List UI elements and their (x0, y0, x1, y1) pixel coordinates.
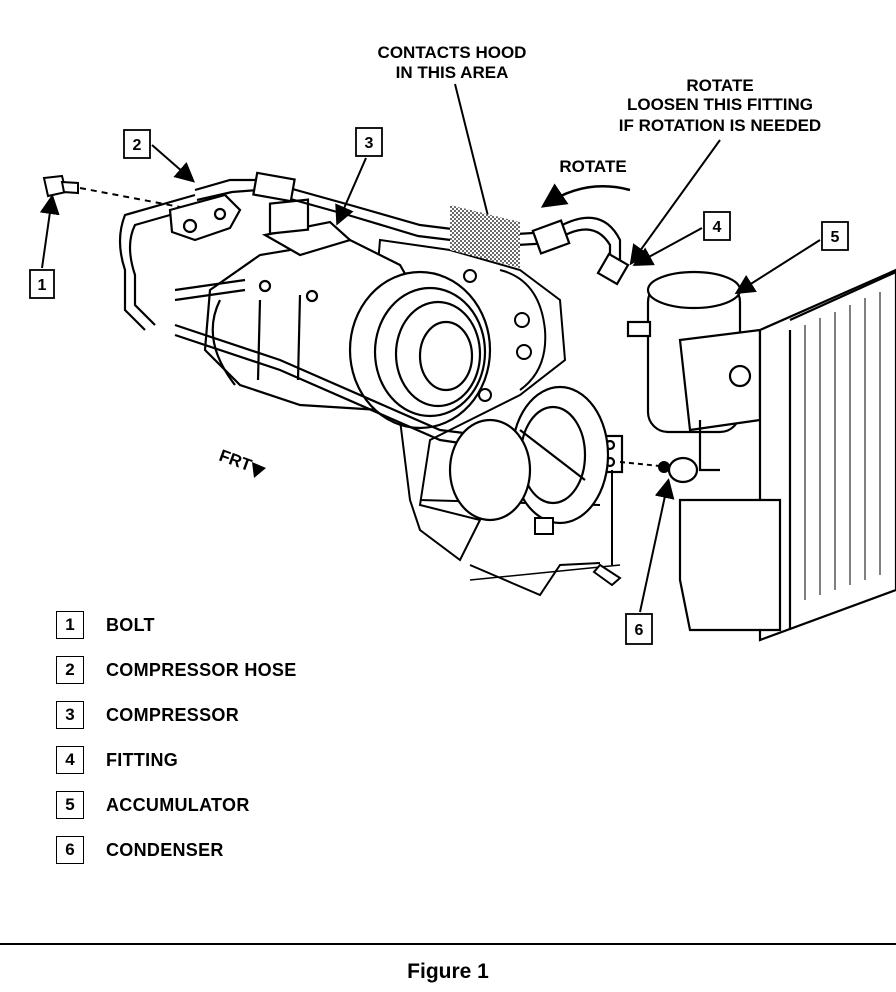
legend-number: 3 (56, 701, 84, 729)
marker-1: 1 (29, 194, 60, 299)
caption-divider (0, 943, 896, 945)
legend-number: 2 (56, 656, 84, 684)
rotate-arrow-label: ROTATE (559, 157, 626, 176)
marker-4: 4 (632, 211, 731, 266)
rotate-arrow (540, 183, 631, 208)
legend-item: 5 ACCUMULATOR (56, 790, 250, 820)
front-indicator: FRT (217, 446, 266, 478)
rotate-note-line-2: LOOSEN THIS FITTING (627, 95, 813, 114)
hood-contact-area (450, 205, 520, 268)
condenser-line (592, 461, 670, 587)
hood-leader-line (454, 83, 491, 225)
fitting-leader-line (629, 139, 721, 266)
legend-item: 1 BOLT (56, 610, 155, 640)
legend-label: COMPRESSOR (106, 704, 240, 725)
hood-note-line-2: IN THIS AREA (396, 63, 509, 82)
bolt (42, 174, 181, 208)
marker-6-number: 6 (635, 622, 644, 639)
hood-note-line-1: CONTACTS HOOD (378, 43, 527, 62)
hood-contact-note: CONTACTS HOOD IN THIS AREA (378, 43, 527, 82)
legend-item: 3 COMPRESSOR (56, 700, 239, 730)
legend-label: COMPRESSOR HOSE (106, 659, 297, 680)
marker-2: 2 (123, 129, 196, 183)
compressor (203, 198, 492, 430)
lower-engine-edge (469, 564, 621, 581)
marker-3-number: 3 (365, 135, 374, 152)
marker-5-number: 5 (831, 229, 840, 246)
legend-number: 6 (56, 836, 84, 864)
legend-item: 4 FITTING (56, 745, 178, 775)
small-nut (534, 517, 554, 535)
accumulator (626, 270, 762, 472)
marker-5: 5 (734, 221, 849, 295)
legend-label: FITTING (106, 749, 179, 770)
legend-label: CONDENSER (106, 839, 224, 860)
rotate-fitting-note: ROTATE LOOSEN THIS FITTING IF ROTATION I… (619, 76, 821, 135)
marker-4-number: 4 (713, 219, 722, 236)
legend-item: 2 COMPRESSOR HOSE (56, 655, 297, 685)
front-arrow-icon (252, 462, 266, 478)
rotate-note-line-3: IF ROTATION IS NEEDED (619, 116, 821, 135)
marker-3: 3 (335, 127, 383, 226)
legend-label: ACCUMULATOR (106, 794, 250, 815)
condenser (667, 268, 896, 642)
pulley (448, 385, 610, 525)
legend-number: 5 (56, 791, 84, 819)
marker-1-number: 1 (38, 277, 47, 294)
legend-label: BOLT (106, 614, 155, 635)
marker-6: 6 (625, 478, 675, 645)
legend-number: 4 (56, 746, 84, 774)
front-label: FRT (217, 446, 255, 475)
hose-manifold (168, 193, 242, 242)
rotate-note-line-1: ROTATE (686, 76, 753, 95)
marker-2-number: 2 (133, 137, 142, 154)
legend-number: 1 (56, 611, 84, 639)
legend-item: 6 CONDENSER (56, 835, 224, 865)
figure-caption: Figure 1 (407, 960, 489, 983)
